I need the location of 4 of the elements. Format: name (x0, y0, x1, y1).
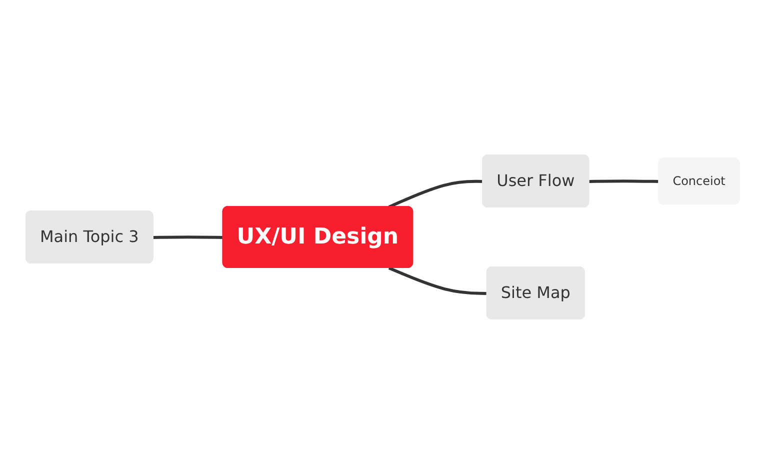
connector (388, 266, 488, 295)
connector (154, 236, 224, 239)
connector (388, 180, 484, 208)
connector (589, 180, 660, 183)
